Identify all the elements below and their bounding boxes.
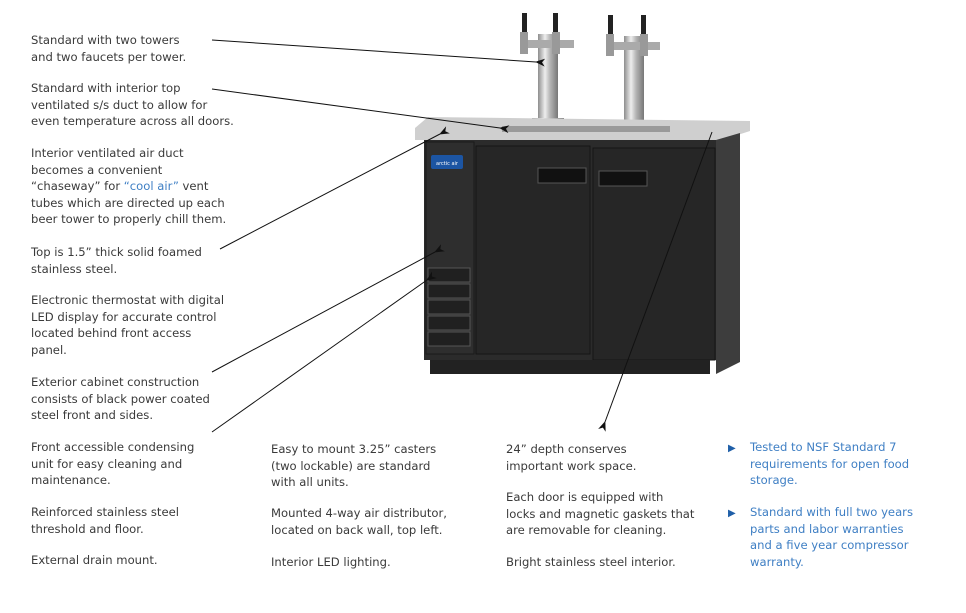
cool-air-highlight: “cool air” [123,179,179,194]
feature-towers: Standard with two towers and two faucets… [31,33,187,64]
chaseway-line: becomes a convenient [31,162,163,177]
bullet-triangle-icon: ▶ [728,443,736,454]
feature-exterior: Exterior cabinet construction consists o… [31,375,210,423]
condenser-louvers [427,267,471,347]
chaseway-line: “chaseway” for “cool air” vent [31,178,226,195]
vent-duct [502,126,670,132]
callout-arrows [211,39,713,433]
highlight-nsf: Tested to NSF Standard 7 requirements fo… [750,440,910,488]
chaseway-line: tubes which are directed up each [31,195,225,210]
feature-threshold: Reinforced stainless steel threshold and… [31,505,179,536]
feature-depth: 24” depth conserves important work space… [506,442,637,473]
chaseway-text: vent [178,179,209,194]
door-handle [537,167,587,184]
bullet-triangle-icon: ▶ [728,508,736,519]
feature-door-locks: Each door is equipped with locks and mag… [506,490,695,538]
feature-led: Interior LED lighting. [271,555,391,569]
feature-vent-duct: Standard with interior top ventilated s/… [31,81,234,129]
brand-logo [431,155,463,169]
beer-tower-left [520,13,574,126]
feature-top: Top is 1.5” thick solid foamed stainless… [31,245,202,276]
feature-condensing: Front accessible condensing unit for eas… [31,440,195,488]
beer-tower-right [606,15,660,128]
feature-chaseway: Interior ventilated air duct becomes a c… [31,145,226,228]
feature-casters: Easy to mount 3.25” casters (two lockabl… [271,442,437,490]
feature-thermostat: Electronic thermostat with digital LED d… [31,293,225,357]
right-door [592,147,716,361]
chaseway-line: beer tower to properly chill them. [31,212,227,227]
chaseway-line: Interior ventilated air duct [31,146,184,160]
feature-air-distributor: Mounted 4-way air distributor, located o… [271,506,447,537]
highlight-warranty: Standard with full two years parts and l… [750,505,913,569]
feature-drain: External drain mount. [31,553,158,567]
door-handle [598,170,648,187]
svg-text:arctic air: arctic air [436,161,459,167]
feature-interior: Bright stainless steel interior. [506,555,676,569]
chaseway-text: “chaseway” for [31,179,124,194]
